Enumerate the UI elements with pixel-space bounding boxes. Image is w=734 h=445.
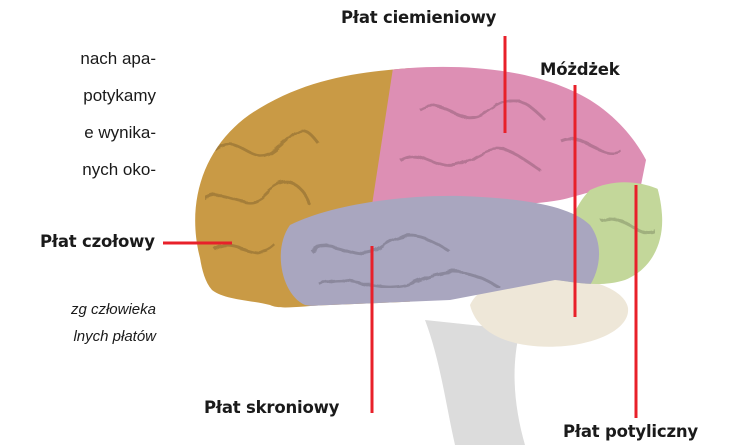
label-frontal-lobe: Płat czołowy — [40, 232, 155, 251]
label-occipital-lobe: Płat potyliczny — [563, 422, 698, 441]
label-parietal-lobe: Płat ciemieniowy — [341, 8, 496, 27]
label-temporal-lobe: Płat skroniowy — [204, 398, 339, 417]
label-cerebellum: Móżdżek — [540, 60, 620, 79]
